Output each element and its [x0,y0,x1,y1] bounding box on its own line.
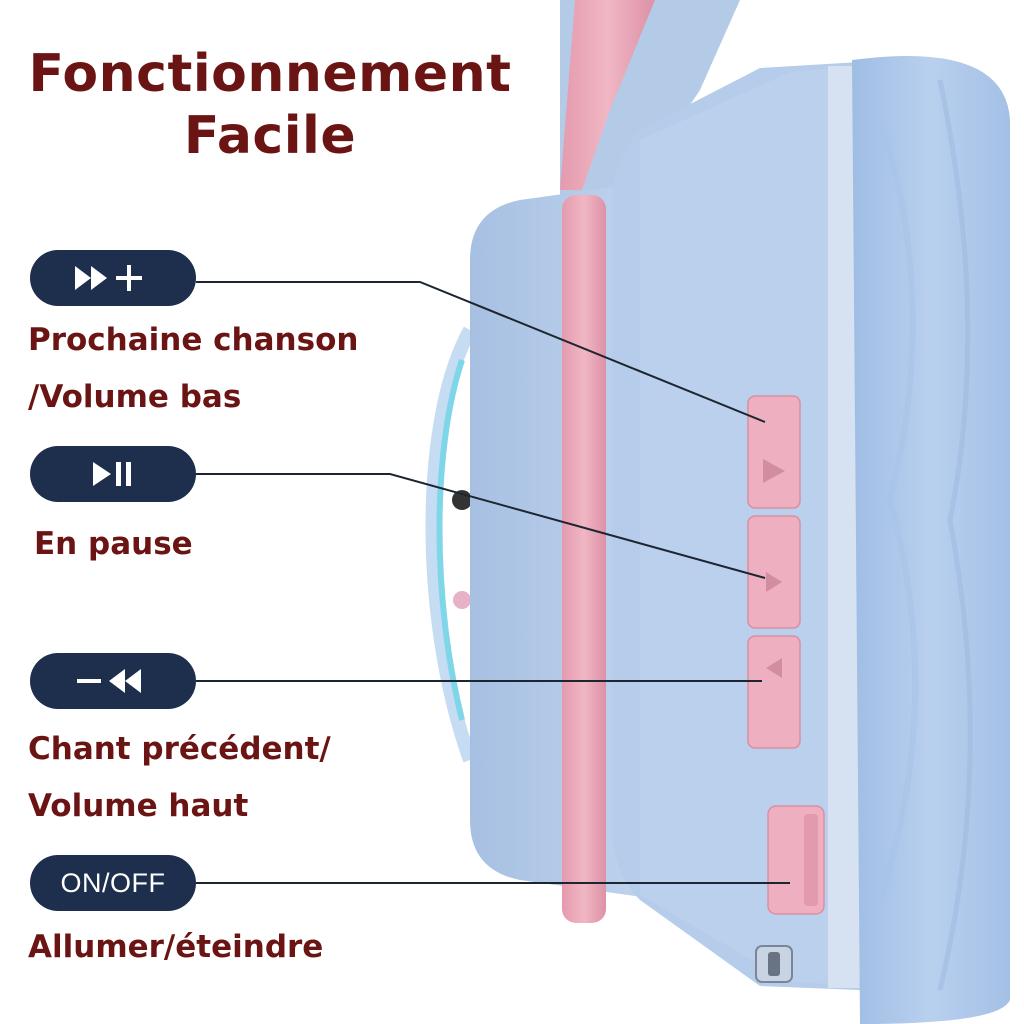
headband [560,0,740,210]
previous-song-label: Chant précédent/ Volume haut [28,730,331,825]
hardware-power-switch[interactable] [767,805,825,915]
play-pause-icon [93,462,131,486]
next-song-label-line-2: /Volume bas [28,379,242,415]
previous-song-label-line-1: Chant précédent/ [28,731,331,767]
pause-label: En pause [34,525,193,563]
power-label: Allumer/éteindre [28,928,323,966]
next-song-label: Prochaine chanson /Volume bas [28,321,358,416]
page-title: Fonctionnement Facile [0,44,540,166]
hardware-button-prev[interactable] [747,635,801,749]
next-volume-up-icon [75,265,142,291]
next-song-label-line-1: Prochaine chanson [28,322,359,358]
light-ring [425,326,477,763]
pink-band [562,195,606,923]
title-line-2: Facile [183,106,357,166]
power-pill: ON/OFF [30,855,196,911]
play-pause-pill [30,446,196,502]
hardware-button-play[interactable] [747,515,801,629]
pause-label-line-1: En pause [34,526,193,562]
ear-pad [852,56,1010,1024]
title-line-1: Fonctionnement [28,44,512,104]
power-label-line-1: Allumer/éteindre [28,929,324,965]
power-pill-text: ON/OFF [60,867,166,898]
volume-down-previous-icon [77,669,141,693]
leader-lines [196,281,790,884]
volume-previous-pill [30,653,196,709]
next-volume-pill [30,250,196,306]
previous-song-label-line-2: Volume haut [28,788,249,824]
usb-port [755,945,793,983]
hardware-button-next[interactable] [747,395,801,509]
